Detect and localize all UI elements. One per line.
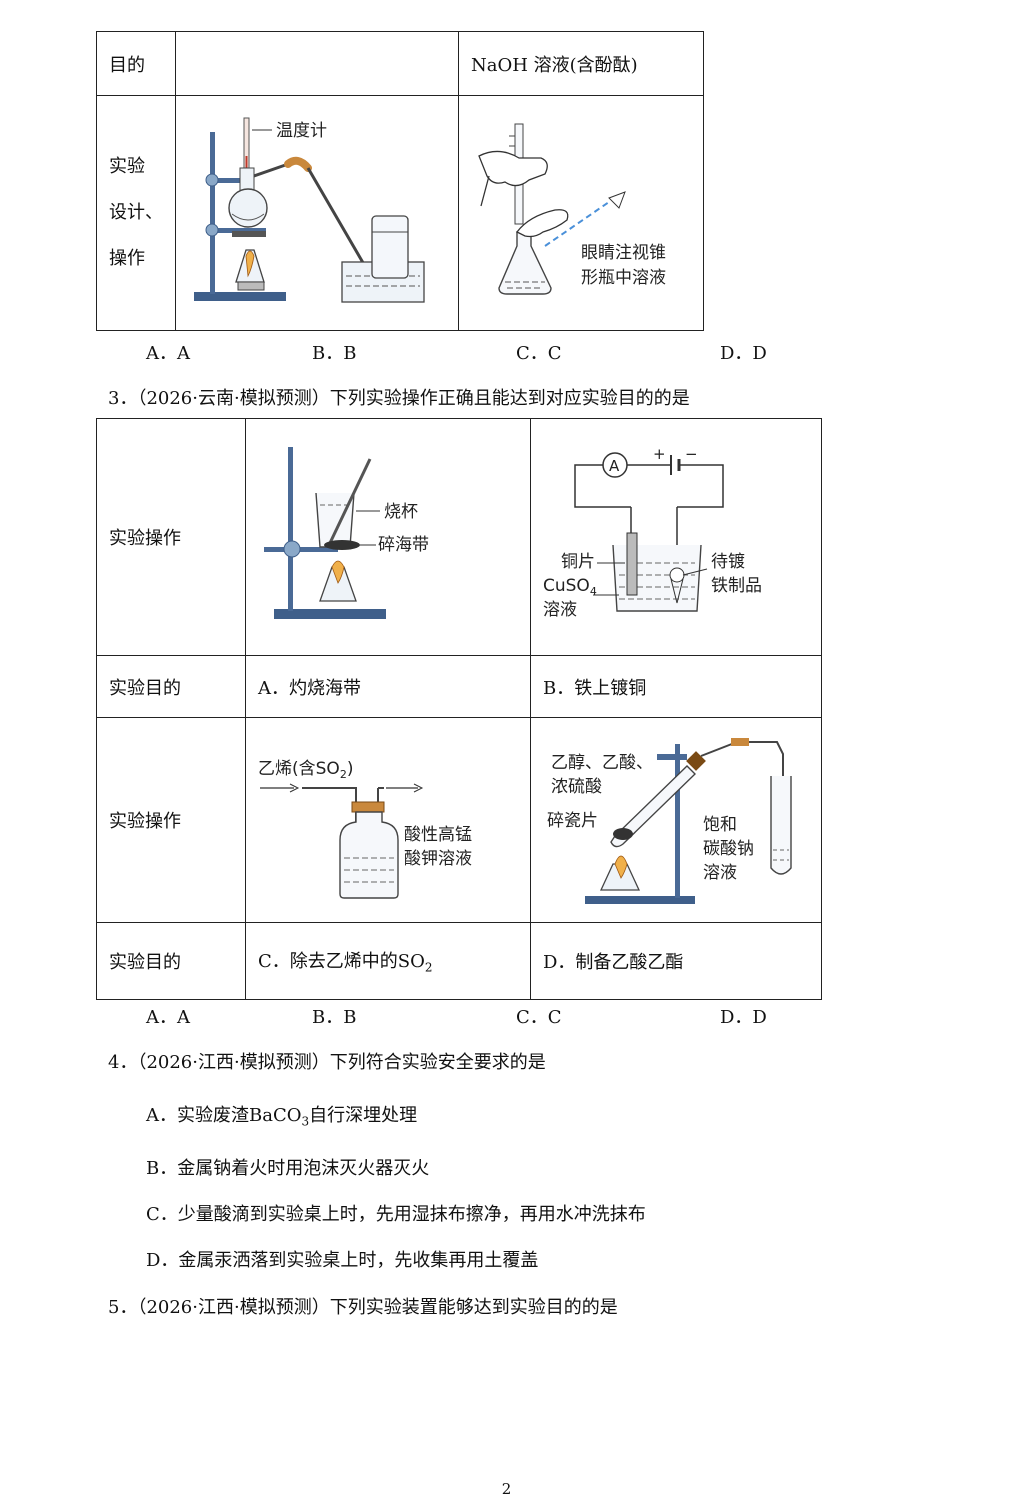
q4-choice-a-text: A．实验废渣BaCO [146, 1105, 302, 1126]
q3-apparatus-c-cell: 乙烯(含SO2) 酸性高锰 酸钾溶液 [245, 717, 531, 923]
q4-choice-a[interactable]: A．实验废渣BaCO3自行深埋处理 [146, 1101, 417, 1129]
na2co3-label-3: 溶液 [703, 863, 737, 883]
q3-row1-label: 实验操作 [96, 418, 246, 656]
thermometer-label: 温度计 [276, 121, 327, 141]
q2-option-d[interactable]: D．D [720, 343, 767, 364]
q2-row2-label-line1: 实验 [109, 156, 145, 177]
q3-goal-c-text: C．除去乙烯中的SO [258, 951, 425, 973]
q3-apparatus-b-cell: A + − 铜片 [530, 418, 822, 656]
solution-label: 溶液 [543, 600, 577, 620]
q3-apparatus-a-cell: 烧杯 碎海带 [245, 418, 531, 656]
q2-table: 目的 NaOH 溶液(含酚酞) 实验 设计、 操作 [96, 31, 704, 331]
q3-option-a[interactable]: A．A [146, 1007, 190, 1028]
q2-row2-label: 实验 设计、 操作 [96, 95, 176, 331]
q2-apparatus-titration-cell: 眼睛注视锥 形瓶中溶液 [458, 95, 704, 331]
q2-apparatus-distillation-cell: 温度计 [175, 95, 459, 331]
q3-row4-label: 实验目的 [96, 922, 246, 1000]
q4-choice-b[interactable]: B．金属钠着火时用泡沫灭火器灭火 [146, 1158, 430, 1179]
q3-goal-a: A．灼烧海带 [245, 655, 531, 718]
q3-option-b[interactable]: B．B [312, 1007, 357, 1028]
kmno4-label-2: 酸钾溶液 [404, 849, 472, 869]
q4-title: 4．（2026·江西·模拟预测）下列符合实验安全要求的是 [108, 1052, 546, 1073]
ethyl-acetate-diagram: 乙醇、乙酸、 浓硫酸 碎瓷片 饱和 碳酸钠 溶液 [547, 738, 792, 904]
na2co3-label-2: 碳酸钠 [703, 839, 754, 859]
q2-row1-cell2 [175, 31, 459, 96]
plated-iron-label-1: 待镀 [711, 552, 745, 572]
kmno4-label-1: 酸性高锰 [404, 825, 472, 845]
porcelain-label: 碎瓷片 [547, 811, 598, 831]
q4-choice-d[interactable]: D．金属汞洒落到实验桌上时，先收集再用土覆盖 [146, 1250, 539, 1271]
q5-title: 5．（2026·江西·模拟预测）下列实验装置能够达到实验目的的是 [108, 1297, 618, 1318]
ethylene-label: 乙烯(含SO2) [258, 759, 353, 781]
q2-row2-label-line2: 设计、 [109, 202, 163, 223]
distillation-apparatus-diagram: 温度计 [194, 117, 425, 303]
q3-table: 实验操作 烧杯 碎海带 [96, 418, 822, 1000]
q3-goal-b: B．铁上镀铜 [530, 655, 822, 718]
copper-plating-diagram: A + − 铜片 [543, 445, 762, 620]
titration-diagram: 眼睛注视锥 形瓶中溶液 [478, 123, 666, 295]
q3-title: 3．（2026·云南·模拟预测）下列实验操作正确且能达到对应实验目的的是 [108, 388, 690, 409]
q3-row3-label: 实验操作 [96, 717, 246, 923]
plus-sign: + [653, 445, 666, 463]
q2-options: A．A B．B C．C D．D [0, 339, 1013, 364]
q3-apparatus-d-cell: 乙醇、乙酸、 浓硫酸 碎瓷片 饱和 碳酸钠 溶液 [530, 717, 822, 923]
minus-sign: − [685, 445, 698, 463]
reagents-label-1: 乙醇、乙酸、 [551, 753, 653, 773]
q3-goal-c-sub: 2 [424, 960, 433, 975]
q3-goal-c: C．除去乙烯中的SO2 [245, 922, 531, 1000]
q4-choice-a-end: 自行深埋处理 [309, 1105, 418, 1126]
ammeter-label: A [609, 457, 620, 475]
gas-washing-bottle-diagram: 乙烯(含SO2) 酸性高锰 酸钾溶液 [258, 759, 472, 899]
q2-option-b[interactable]: B．B [312, 343, 357, 364]
page-number: 2 [501, 1480, 512, 1498]
q2-row1-cell3: NaOH 溶液(含酚酞) [458, 31, 704, 96]
q3-options: A．A B．B C．C D．D [0, 1003, 1013, 1028]
q2-option-c[interactable]: C．C [516, 343, 562, 364]
seaweed-label: 碎海带 [378, 535, 429, 555]
na2co3-label-1: 饱和 [703, 815, 737, 835]
q4-choice-a-sub: 3 [301, 1114, 310, 1129]
q2-row1-label: 目的 [96, 31, 176, 96]
q3-option-d[interactable]: D．D [720, 1007, 767, 1028]
q4-choice-c[interactable]: C．少量酸滴到实验桌上时，先用湿抹布擦净，再用水冲洗抹布 [146, 1204, 646, 1225]
reagents-label-2: 浓硫酸 [551, 777, 602, 797]
burn-seaweed-diagram: 烧杯 碎海带 [264, 447, 429, 619]
beaker-label: 烧杯 [384, 502, 418, 522]
plated-iron-label-2: 铁制品 [711, 576, 762, 596]
cuso4-label: CuSO4 [543, 576, 597, 598]
copper-plate-label: 铜片 [561, 552, 595, 572]
q3-row2-label: 实验目的 [96, 655, 246, 718]
eye-label-line1: 眼睛注视锥 [581, 243, 666, 263]
q3-goal-d: D．制备乙酸乙酯 [530, 922, 822, 1000]
q3-option-c[interactable]: C．C [516, 1007, 562, 1028]
q2-row2-label-line3: 操作 [109, 248, 145, 269]
eye-label-line2: 形瓶中溶液 [581, 268, 666, 288]
q2-option-a[interactable]: A．A [146, 343, 190, 364]
